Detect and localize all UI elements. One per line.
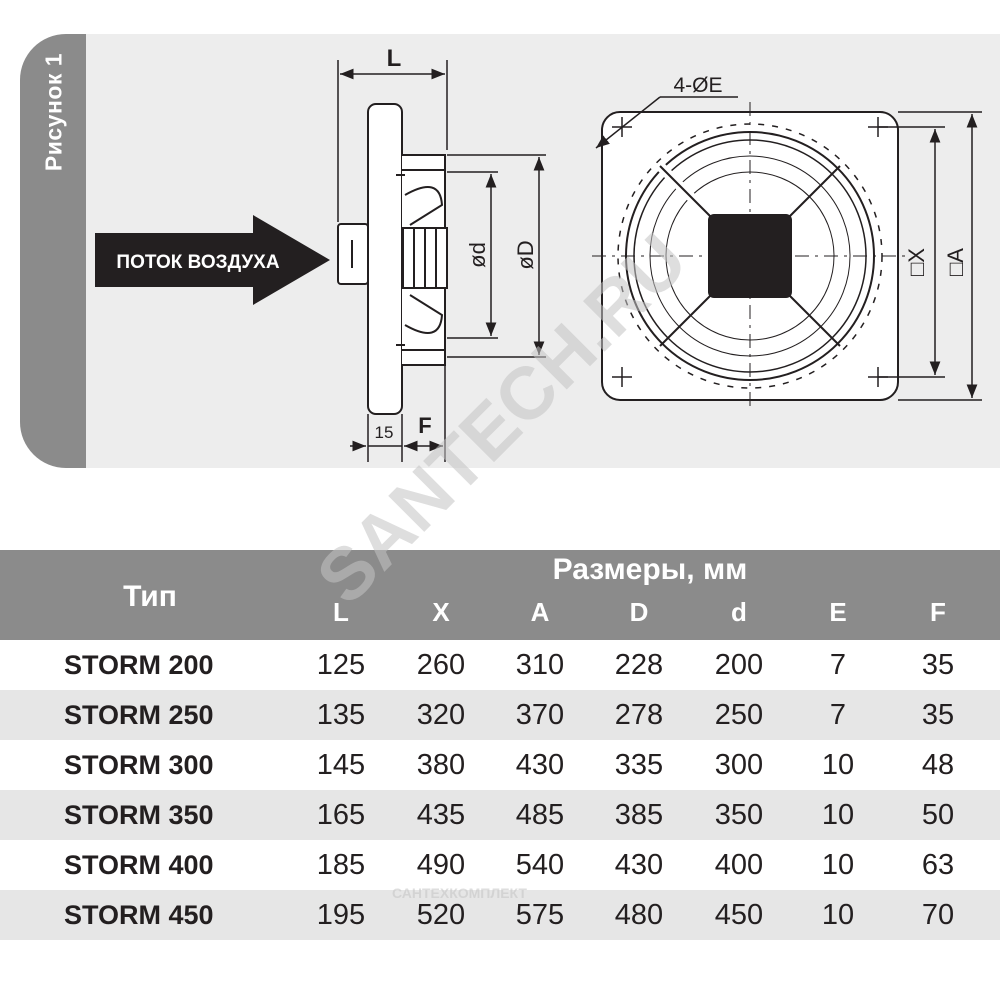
airflow-arrow: ПОТОК ВОЗДУХА <box>95 215 330 305</box>
value-cell: 385 <box>614 799 664 831</box>
airflow-label: ПОТОК ВОЗДУХА <box>116 252 279 273</box>
value-cell: 10 <box>821 799 855 831</box>
value-cell: 125 <box>316 649 366 681</box>
value-cell: 310 <box>515 649 565 681</box>
dimension-L <box>337 60 448 222</box>
dimension-square <box>878 111 982 401</box>
value-cell: 145 <box>316 749 366 781</box>
header-col-D: D <box>629 597 649 627</box>
value-cell: 300 <box>714 749 764 781</box>
header-type: Тип <box>123 580 177 613</box>
table-row: STORM 400 185 490 540 430 400 10 63 <box>0 840 1000 890</box>
header-col-X: X <box>432 597 450 627</box>
table-header <box>0 550 1000 640</box>
value-cell: 195 <box>316 899 366 931</box>
dimension-diameters <box>447 154 546 358</box>
dim-label-E: 4-ØE <box>673 74 722 97</box>
value-cell: 450 <box>714 899 764 931</box>
value-cell: 278 <box>614 699 664 731</box>
table-row: STORM 450 195 520 575 480 450 10 70 <box>0 890 1000 940</box>
table-row: STORM 300 145 380 430 335 300 10 48 <box>0 740 1000 790</box>
value-cell: 370 <box>515 699 565 731</box>
value-cell: 380 <box>416 749 466 781</box>
value-cell: 485 <box>515 799 565 831</box>
value-cell: 335 <box>614 749 664 781</box>
value-cell: 228 <box>614 649 664 681</box>
header-col-L: L <box>333 597 349 627</box>
value-cell: 70 <box>921 899 955 931</box>
type-cell: STORM 200 <box>64 650 214 680</box>
value-cell: 7 <box>829 649 847 681</box>
type-cell: STORM 250 <box>64 700 214 730</box>
value-cell: 320 <box>416 699 466 731</box>
value-cell: 200 <box>714 649 764 681</box>
value-cell: 7 <box>829 699 847 731</box>
value-cell: 350 <box>714 799 764 831</box>
value-cell: 480 <box>614 899 664 931</box>
dim-label-A: □A <box>943 248 968 276</box>
value-cell: 185 <box>316 849 366 881</box>
fan-drawing: ПОТОК ВОЗДУХА L ød øD <box>95 45 982 462</box>
dimension-E <box>595 96 738 149</box>
value-cell: 250 <box>714 699 764 731</box>
table-row: STORM 200 125 260 310 228 200 7 35 <box>0 640 1000 690</box>
fan-side-view <box>337 103 448 415</box>
value-cell: 63 <box>921 849 955 881</box>
figure-tab <box>20 34 86 468</box>
value-cell: 520 <box>416 899 466 931</box>
value-cell: 10 <box>821 749 855 781</box>
dim-label-d: ød <box>465 242 490 268</box>
table-row: STORM 250 135 320 370 278 250 7 35 <box>0 690 1000 740</box>
value-cell: 260 <box>416 649 466 681</box>
value-cell: 50 <box>921 799 955 831</box>
type-cell: STORM 450 <box>64 900 214 930</box>
value-cell: 165 <box>316 799 366 831</box>
value-cell: 400 <box>714 849 764 881</box>
value-cell: 430 <box>614 849 664 881</box>
table-row: STORM 350 165 435 485 385 350 10 50 <box>0 790 1000 840</box>
value-cell: 35 <box>921 649 955 681</box>
header-dimensions: Размеры, мм <box>552 553 748 586</box>
header-col-d: d <box>731 597 747 627</box>
dim-label-15: 15 <box>375 423 394 442</box>
type-cell: STORM 350 <box>64 800 214 830</box>
value-cell: 48 <box>921 749 955 781</box>
header-col-E: E <box>829 597 847 627</box>
value-cell: 430 <box>515 749 565 781</box>
value-cell: 575 <box>515 899 565 931</box>
type-cell: STORM 300 <box>64 750 214 780</box>
dim-label-L: L <box>387 45 402 72</box>
fan-front-view <box>592 102 908 410</box>
value-cell: 10 <box>821 899 855 931</box>
value-cell: 135 <box>316 699 366 731</box>
value-cell: 35 <box>921 699 955 731</box>
type-cell: STORM 400 <box>64 850 214 880</box>
value-cell: 540 <box>515 849 565 881</box>
header-col-F: F <box>930 597 946 627</box>
value-cell: 490 <box>416 849 466 881</box>
value-cell: 10 <box>821 849 855 881</box>
dim-label-F: F <box>418 413 431 438</box>
value-cell: 435 <box>416 799 466 831</box>
dim-label-D: øD <box>513 240 538 269</box>
header-col-A: A <box>530 597 550 627</box>
dimension-bottom <box>350 365 446 462</box>
dim-label-X: □X <box>904 248 929 276</box>
